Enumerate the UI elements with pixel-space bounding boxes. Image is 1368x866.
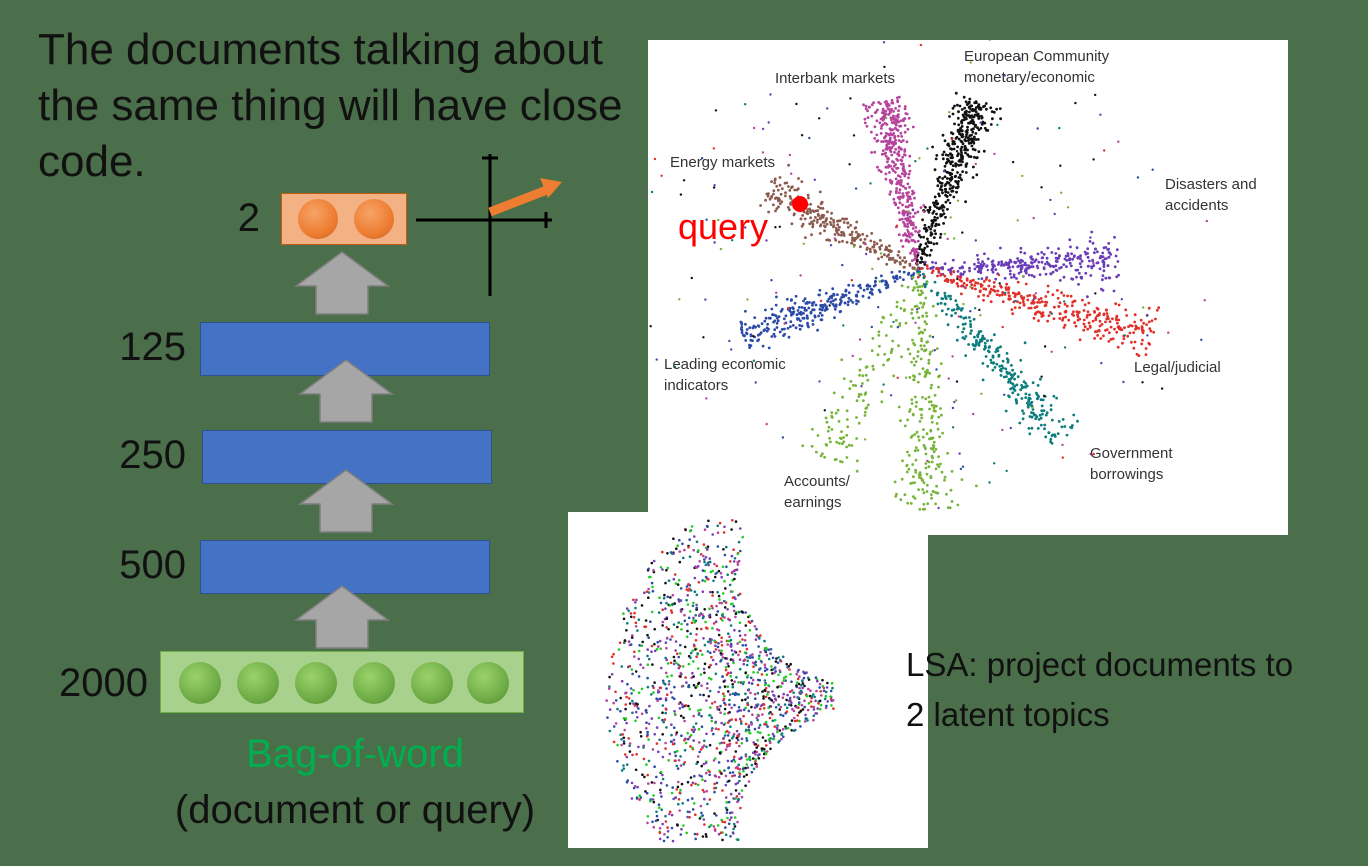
hidden-layer-250	[202, 430, 492, 484]
cluster-label-european-community: European Community monetary/economic	[964, 48, 1110, 86]
input-unit	[295, 662, 337, 704]
cluster-label-interbank: Interbank markets	[775, 70, 896, 87]
up-arrow-icon	[293, 251, 391, 315]
code-axes-icon	[416, 154, 562, 296]
input-unit	[237, 662, 279, 704]
cluster-label-leading-indicators: Leading economic indicators	[664, 356, 786, 394]
bag-of-word-caption: Bag-of-word (document or query)	[150, 726, 560, 838]
layer-500-label: 500	[119, 543, 186, 587]
autoencoder-scatter-canvas	[649, 40, 1208, 511]
up-arrow-icon	[293, 585, 391, 649]
code-unit	[298, 199, 338, 239]
autoencoder-scatter-plot: European Community monetary/economic Int…	[648, 40, 1288, 535]
cluster-label-legal: Legal/judicial	[1134, 359, 1221, 376]
input-unit	[179, 662, 221, 704]
query-label: query	[678, 206, 769, 247]
up-arrow-icon	[297, 359, 395, 423]
layer-250-label: 250	[119, 433, 186, 477]
code-unit	[354, 199, 394, 239]
bag-of-word-title: Bag-of-word	[246, 732, 464, 776]
input-unit	[411, 662, 453, 704]
input-unit	[467, 662, 509, 704]
lsa-description-line1: LSA: project documents to	[906, 646, 1294, 683]
lsa-scatter-canvas	[605, 519, 835, 843]
code-layer	[281, 193, 407, 245]
cluster-label-energy: Energy markets	[670, 154, 776, 171]
query-point	[792, 196, 808, 212]
lsa-description: LSA: project documents to 2 latent topic…	[906, 640, 1356, 740]
headline: The documents talking about the same thi…	[38, 25, 623, 186]
code-size-label: 2	[237, 196, 260, 240]
input-unit	[353, 662, 395, 704]
up-arrow-icon	[297, 469, 395, 533]
bag-of-word-layer	[160, 651, 524, 713]
cluster-label-government: Government borrowings	[1090, 445, 1173, 483]
bag-of-word-subtitle: (document or query)	[174, 788, 536, 832]
lsa-description-line2: 2 latent topics	[906, 696, 1110, 733]
lsa-scatter-plot	[568, 512, 928, 848]
input-size-label: 2000	[59, 661, 148, 705]
cluster-label-disasters: Disasters and accidents	[1165, 176, 1257, 214]
layer-125-label: 125	[119, 325, 186, 369]
cluster-label-accounts: Accounts/ earnings	[784, 473, 850, 511]
